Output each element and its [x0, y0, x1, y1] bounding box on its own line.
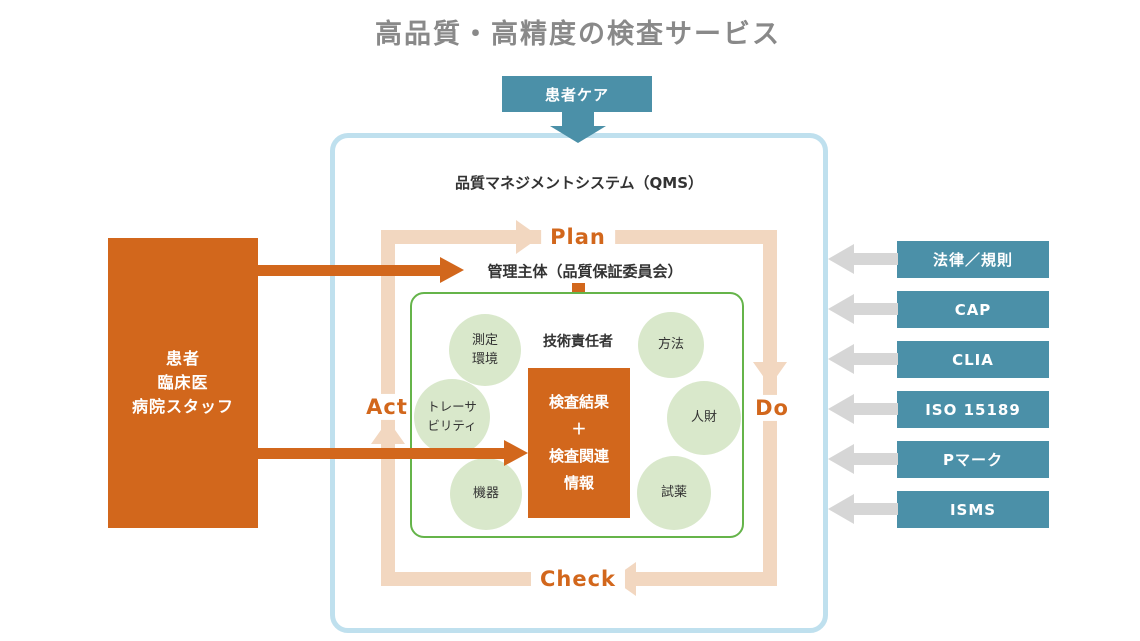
- resource-circle-method: 方法: [638, 312, 704, 378]
- regulation-arrow-head-icon: [828, 344, 854, 374]
- regulation-box-laws: 法律／規則: [897, 241, 1049, 278]
- regulation-arrow-head-icon: [828, 394, 854, 424]
- resource-circle-measurement-environment: 測定 環境: [449, 314, 521, 386]
- resource-circle-human-resources: 人財: [667, 381, 741, 455]
- stakeholders-box: 患者 臨床医 病院スタッフ: [108, 238, 258, 528]
- core-result-box: 検査結果 ＋ 検査関連 情報: [528, 368, 630, 518]
- regulation-arrow-head-icon: [828, 444, 854, 474]
- regulation-arrow: [854, 503, 898, 515]
- stakeholder-input-arrow-top-head-icon: [440, 257, 464, 283]
- pdca-label-act: Act: [357, 393, 417, 421]
- regulation-box-pmark: Pマーク: [897, 441, 1049, 478]
- patient-care-arrow: [562, 112, 594, 127]
- regulation-arrow: [854, 303, 898, 315]
- regulation-box-cap: CAP: [897, 291, 1049, 328]
- pdca-label-plan: Plan: [541, 223, 615, 251]
- diagram-title: 高品質・高精度の検査サービス: [375, 19, 781, 50]
- regulation-box-isms: ISMS: [897, 491, 1049, 528]
- pdca-arrow-do-icon: [753, 362, 787, 386]
- management-label: 管理主体（品質保証委員会）: [483, 260, 687, 282]
- regulation-arrow: [854, 453, 898, 465]
- regulation-box-clia: CLIA: [897, 341, 1049, 378]
- pdca-arrow-act-icon: [371, 420, 405, 444]
- stakeholder-input-arrow-bottom: [258, 448, 504, 459]
- pdca-label-do: Do: [746, 394, 798, 422]
- patient-care-arrow-head-icon: [550, 126, 606, 143]
- stakeholder-input-arrow-top: [258, 265, 440, 276]
- regulation-arrow-head-icon: [828, 244, 854, 274]
- regulation-arrow-head-icon: [828, 494, 854, 524]
- pdca-label-check: Check: [530, 565, 626, 593]
- pdca-arrow-plan-icon: [516, 220, 540, 254]
- patient-care-box: 患者ケア: [502, 76, 652, 112]
- regulation-arrow: [854, 403, 898, 415]
- regulation-arrow: [854, 253, 898, 265]
- regulation-arrow: [854, 353, 898, 365]
- technical-manager-label: 技術責任者: [543, 334, 613, 350]
- regulation-arrow-head-icon: [828, 294, 854, 324]
- resource-circle-equipment: 機器: [450, 458, 522, 530]
- qms-title: 品質マネジメントシステム（QMS）: [454, 174, 704, 192]
- resource-circle-reagents: 試薬: [637, 456, 711, 530]
- stakeholder-input-arrow-bottom-head-icon: [504, 440, 528, 466]
- regulation-box-iso15189: ISO 15189: [897, 391, 1049, 428]
- resource-circle-traceability: トレーサ ビリティ: [414, 379, 490, 455]
